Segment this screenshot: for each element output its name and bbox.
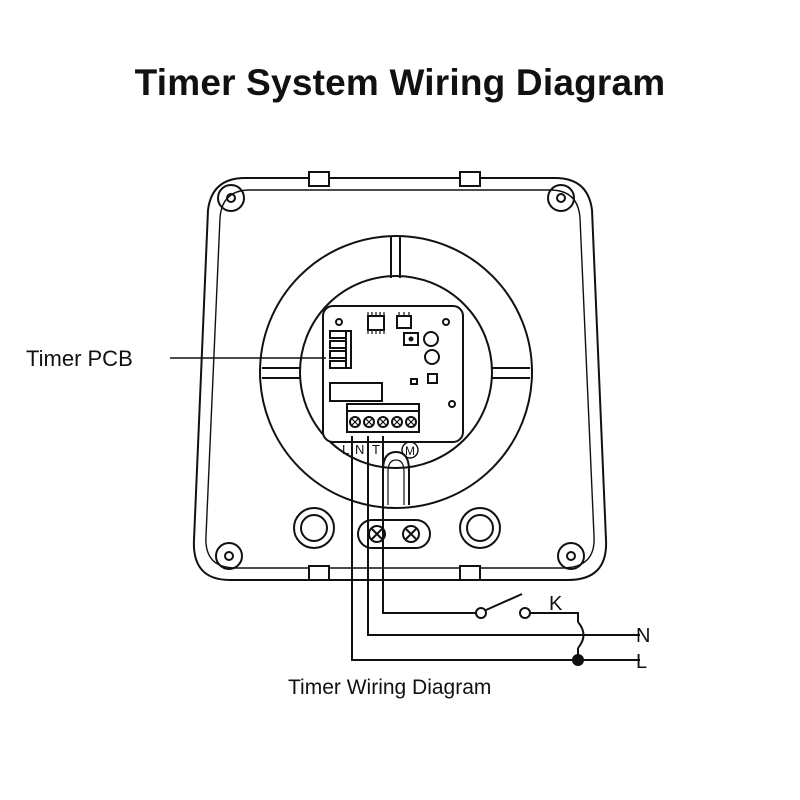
- wire-N: [367, 436, 640, 636]
- switch-k-label: K: [549, 593, 563, 615]
- wire-T: [382, 436, 476, 614]
- terminal-block: [346, 403, 420, 459]
- terminal-screw-L: [349, 416, 361, 428]
- terminal-label-t: T: [372, 442, 380, 457]
- wire-L: [351, 436, 640, 661]
- page-title: Timer System Wiring Diagram: [134, 62, 666, 103]
- knob-right: [459, 507, 501, 549]
- diagram-caption: Timer Wiring Diagram: [288, 676, 491, 699]
- line-label: L: [636, 651, 647, 673]
- cable-clamp: [357, 519, 431, 549]
- neutral-label: N: [636, 625, 650, 647]
- timer-housing: [192, 171, 608, 581]
- terminal-label-m: M: [405, 444, 415, 458]
- terminal-screw-M: [405, 416, 417, 428]
- terminal-screw-T: [377, 416, 389, 428]
- junction-dot: [572, 654, 584, 666]
- switch-k: [475, 593, 585, 660]
- terminal-screw-N: [363, 416, 375, 428]
- terminal-screw-X: [391, 416, 403, 428]
- terminal-label-n: N: [355, 442, 364, 457]
- timer-pcb-label: Timer PCB: [26, 346, 133, 371]
- knob-left: [293, 507, 335, 549]
- mounting-ring: [259, 235, 533, 509]
- terminal-label-l: L: [342, 442, 349, 457]
